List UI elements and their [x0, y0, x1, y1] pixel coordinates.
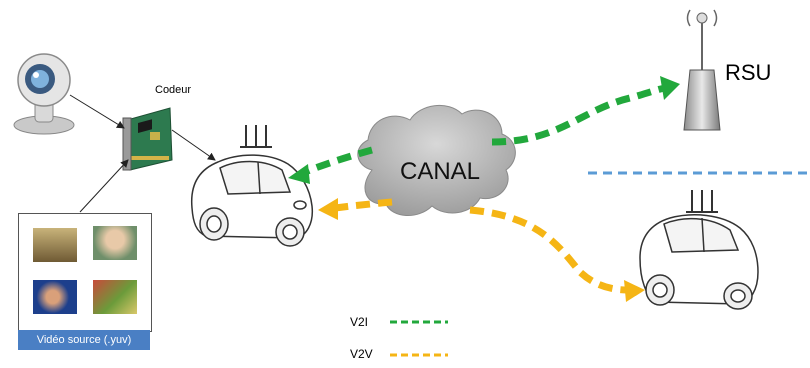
v2i-flow-to-rsu: [491, 84, 666, 146]
video-source-caption: Vidéo source (.yuv): [18, 330, 150, 350]
v2i-flow-to-car: [303, 146, 373, 176]
encoder-label: Codeur: [155, 84, 192, 96]
v2i-arrowhead-car: [288, 164, 310, 184]
video-source-panel: [18, 213, 152, 332]
webcam-icon: [13, 53, 75, 135]
car-icon: [639, 214, 759, 310]
video-thumbnail-portrait: [93, 226, 137, 260]
antenna-icon: [240, 125, 272, 148]
antenna-icon: [686, 190, 718, 213]
v2v-arrowhead-right: [624, 280, 645, 302]
v2i-arrowhead-rsu: [660, 76, 680, 100]
encoder-to-car-arrow: [171, 129, 216, 161]
channel-label: CANAL: [400, 158, 481, 185]
v2v-flow-to-right-car: [469, 206, 629, 294]
video-thumbnail-garden: [93, 280, 137, 314]
v2v-flow-to-left-car: [334, 198, 393, 212]
legend-v2v-label: V2V: [350, 347, 373, 361]
legend-v2i-label: V2I: [350, 315, 369, 329]
rsu-tower-icon: [683, 9, 721, 131]
webcam-to-encoder-arrow: [69, 94, 125, 129]
video-thumbnail-corridor: [33, 228, 77, 262]
encoder-card-icon: [122, 107, 173, 171]
v2v-arrowhead-left: [318, 198, 338, 220]
car-icon: [190, 154, 314, 247]
source-to-encoder-arrow: [79, 159, 129, 213]
video-thumbnail-newsreader: [33, 280, 77, 314]
rsu-label: RSU: [725, 60, 772, 85]
cloud-icon: [357, 104, 516, 216]
